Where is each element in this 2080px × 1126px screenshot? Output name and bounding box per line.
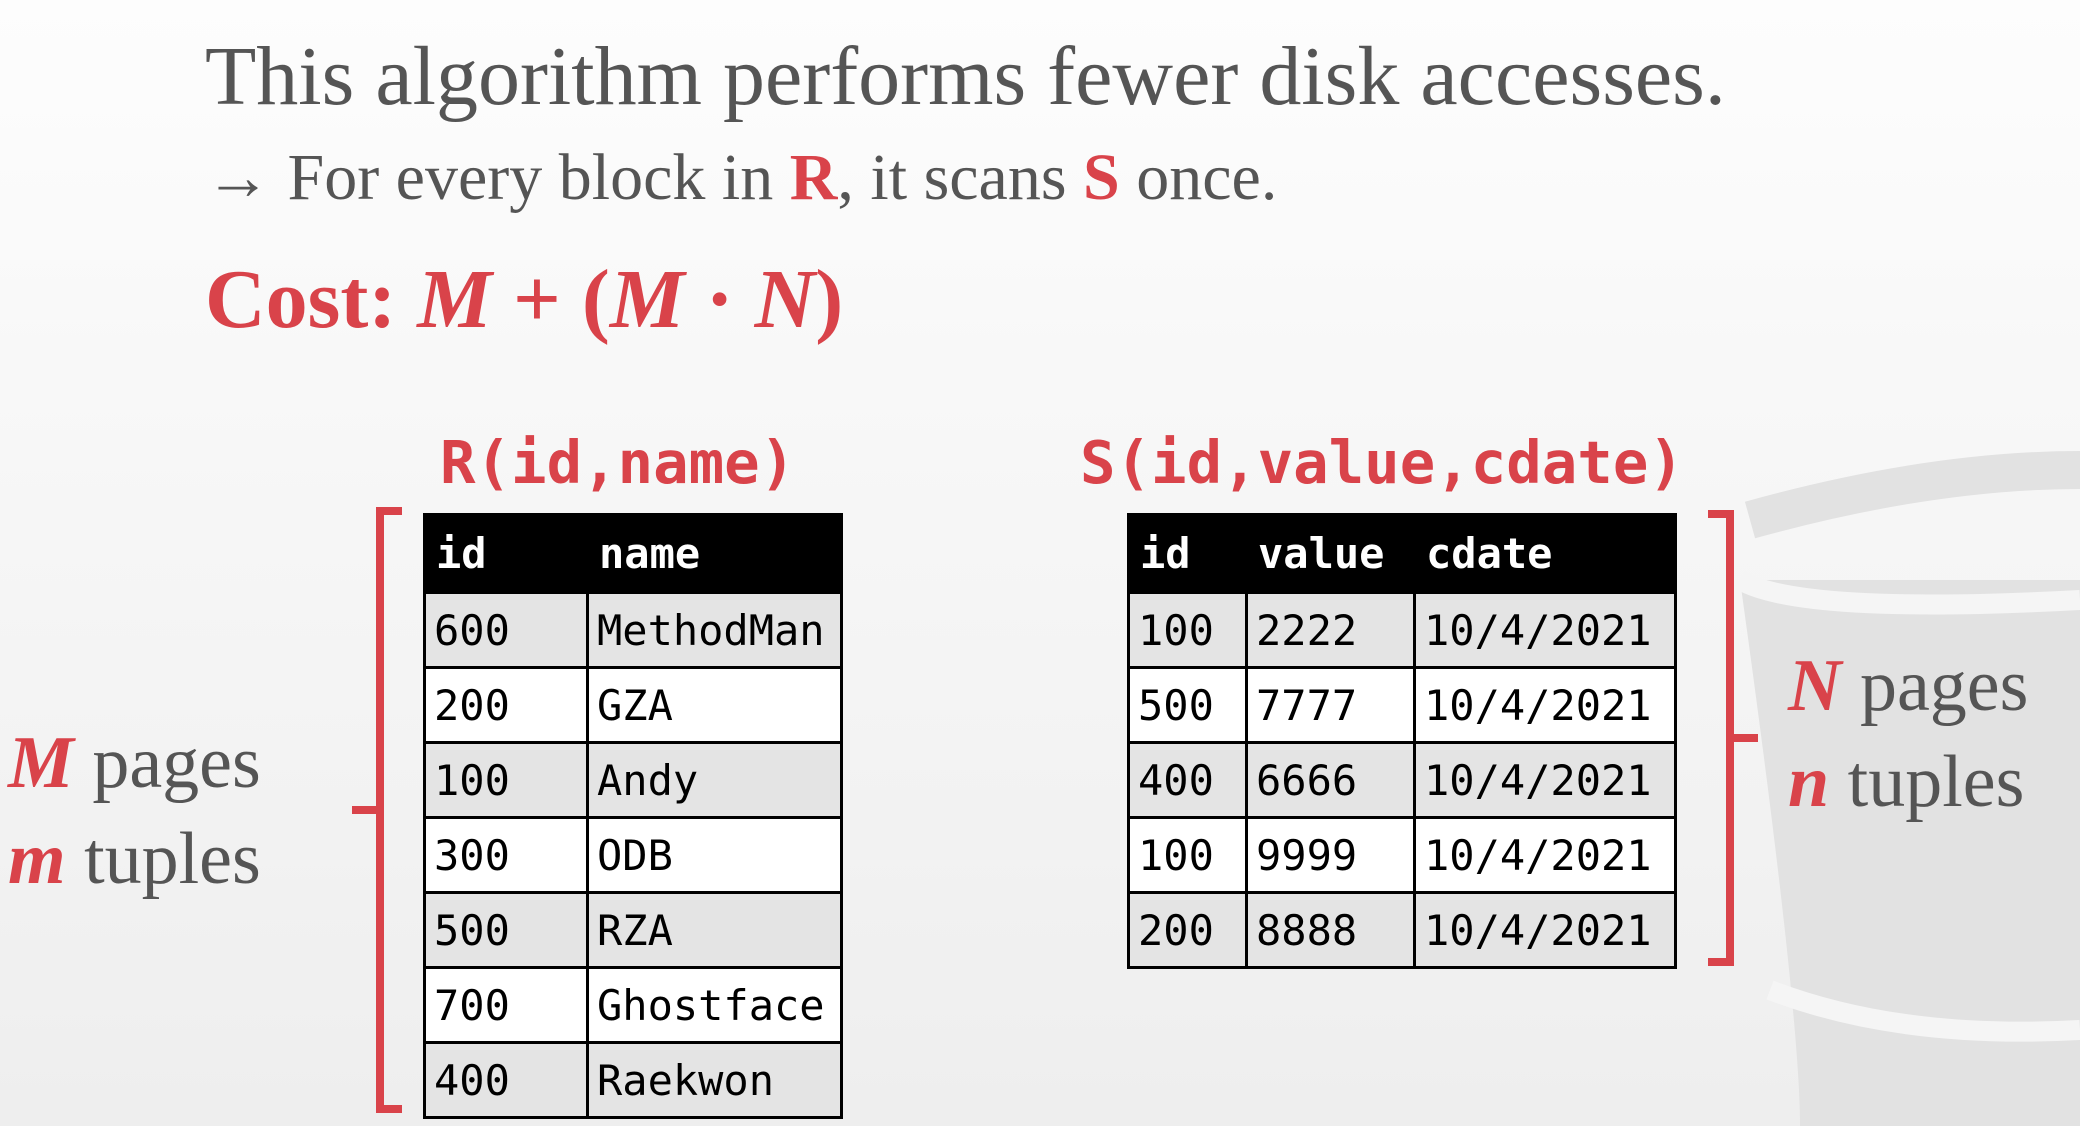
table-cell: 10/4/2021 <box>1413 891 1677 969</box>
tuples-word: tuples <box>84 818 261 901</box>
formula-operator: · <box>705 253 734 346</box>
table-cell: 300 <box>423 816 589 894</box>
table-cell: 600 <box>423 591 589 669</box>
table-cell: 9999 <box>1245 816 1416 894</box>
pages-line: M pages <box>8 715 261 811</box>
table-cell: MethodMan <box>586 591 843 669</box>
table-header-row: id value cdate <box>1127 513 1677 594</box>
table-cell: 8888 <box>1245 891 1416 969</box>
right-bracket <box>1708 510 1758 966</box>
column-header: value <box>1245 513 1416 594</box>
pages-word: pages <box>92 722 261 804</box>
tuples-variable: m <box>8 818 66 901</box>
table-cell: ODB <box>586 816 843 894</box>
pages-line: N pages <box>1788 638 2028 734</box>
table-cell: 2222 <box>1245 591 1416 669</box>
pages-word: pages <box>1859 645 2029 727</box>
column-header: cdate <box>1413 513 1677 594</box>
tuples-line: n tuples <box>1788 734 2028 830</box>
table-cell: 200 <box>1127 891 1248 969</box>
slide-heading: This algorithm performs fewer disk acces… <box>205 30 1726 123</box>
table-cell: 500 <box>423 891 589 969</box>
table-cell: 100 <box>1127 816 1248 894</box>
arrow-icon: → <box>205 141 271 214</box>
table-cell: 700 <box>423 966 589 1044</box>
table-s-title: S(id,value,cdate) <box>1080 428 1684 497</box>
table-cell: RZA <box>586 891 843 969</box>
table-cell: 10/4/2021 <box>1413 816 1677 894</box>
left-size-label: M pages m tuples <box>8 715 261 907</box>
formula-term: N <box>754 253 816 346</box>
table-cell: 500 <box>1127 666 1248 744</box>
table-cell: 400 <box>1127 741 1248 819</box>
table-cell: 10/4/2021 <box>1413 591 1677 669</box>
table-r-title: R(id,name) <box>440 428 796 497</box>
table-cell: 10/4/2021 <box>1413 741 1677 819</box>
formula-operator: + <box>513 253 561 346</box>
table-cell: 200 <box>423 666 589 744</box>
tuples-line: m tuples <box>8 811 261 907</box>
pages-variable: M <box>8 722 74 804</box>
formula-term: M <box>609 253 685 346</box>
table-cell: 10/4/2021 <box>1413 666 1677 744</box>
column-header: id <box>1127 513 1248 594</box>
table-cell: Raekwon <box>586 1041 843 1119</box>
relation-s-ref: S <box>1083 141 1120 214</box>
cost-label: Cost: <box>205 253 397 346</box>
left-bracket <box>352 507 402 1113</box>
bullet-point: → For every block in R, it scans S once. <box>205 145 1277 211</box>
table-cell: 7777 <box>1245 666 1416 744</box>
table-cell: 100 <box>1127 591 1248 669</box>
table-cell: 100 <box>423 741 589 819</box>
tuples-word: tuples <box>1847 741 2025 824</box>
table-header-row: id name <box>423 513 843 594</box>
formula-paren: ) <box>815 253 844 346</box>
cost-formula: Cost: M + (M · N) <box>205 258 843 342</box>
bullet-text: For every block in <box>287 141 774 214</box>
relation-r-ref: R <box>789 141 838 214</box>
table-cell: Ghostface <box>586 966 843 1044</box>
column-header: name <box>586 513 843 594</box>
formula-term: M <box>417 253 492 346</box>
column-header: id <box>423 513 589 594</box>
bullet-text: , it scans <box>837 141 1067 214</box>
table-cell: 6666 <box>1245 741 1416 819</box>
table-cell: 400 <box>423 1041 589 1119</box>
formula-paren: ( <box>581 253 610 346</box>
table-cell: Andy <box>586 741 843 819</box>
bullet-text: once. <box>1136 141 1278 214</box>
table-cell: GZA <box>586 666 843 744</box>
right-size-label: N pages n tuples <box>1788 638 2028 830</box>
tuples-variable: n <box>1788 741 1830 824</box>
pages-variable: N <box>1788 645 1842 727</box>
